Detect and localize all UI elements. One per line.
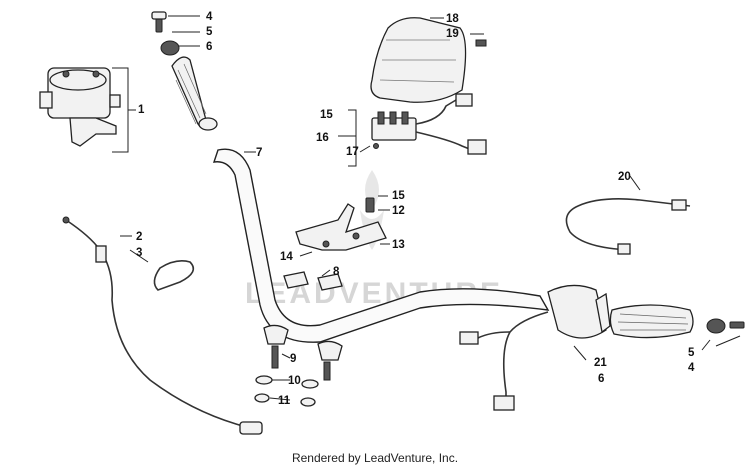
callout-12: 12	[392, 205, 405, 217]
callout-15-upper: 15	[320, 109, 333, 121]
part-bracket[interactable]	[295, 197, 387, 251]
callout-15-lower: 15	[392, 190, 405, 202]
part-throttle-housing[interactable]	[39, 67, 121, 147]
callout-5: 5	[206, 26, 213, 38]
callout-14: 14	[280, 251, 293, 263]
part-throttle-cable[interactable]	[565, 198, 691, 255]
callout-9: 9	[290, 353, 296, 365]
part-grip-left[interactable]	[151, 11, 218, 131]
callout-6-right: 6	[598, 373, 604, 385]
callout-13: 13	[392, 239, 405, 251]
part-handlebar[interactable]	[212, 148, 550, 343]
callout-20: 20	[618, 171, 631, 183]
callout-4-right: 4	[688, 362, 695, 374]
part-switch-assembly[interactable]	[371, 93, 487, 155]
callout-3: 3	[136, 247, 142, 259]
callout-17: 17	[346, 146, 359, 158]
callout-8: 8	[333, 266, 340, 278]
callout-19: 19	[446, 28, 459, 40]
callout-10: 10	[288, 375, 301, 387]
callout-6: 6	[206, 41, 212, 53]
callout-18: 18	[446, 13, 459, 25]
part-handlebar-cover[interactable]	[370, 17, 487, 103]
footer-credit: Rendered by LeadVenture, Inc.	[291, 451, 459, 465]
callout-11: 11	[278, 395, 291, 407]
callout-1: 1	[138, 104, 145, 116]
part-right-switch-grip[interactable]	[459, 284, 745, 411]
part-brake-cable[interactable]	[62, 216, 263, 435]
callout-16: 16	[316, 132, 329, 144]
callout-5-right: 5	[688, 347, 695, 359]
callout-7: 7	[256, 147, 262, 159]
callout-21: 21	[594, 357, 607, 369]
callout-4: 4	[206, 11, 213, 23]
callout-2: 2	[136, 231, 142, 243]
